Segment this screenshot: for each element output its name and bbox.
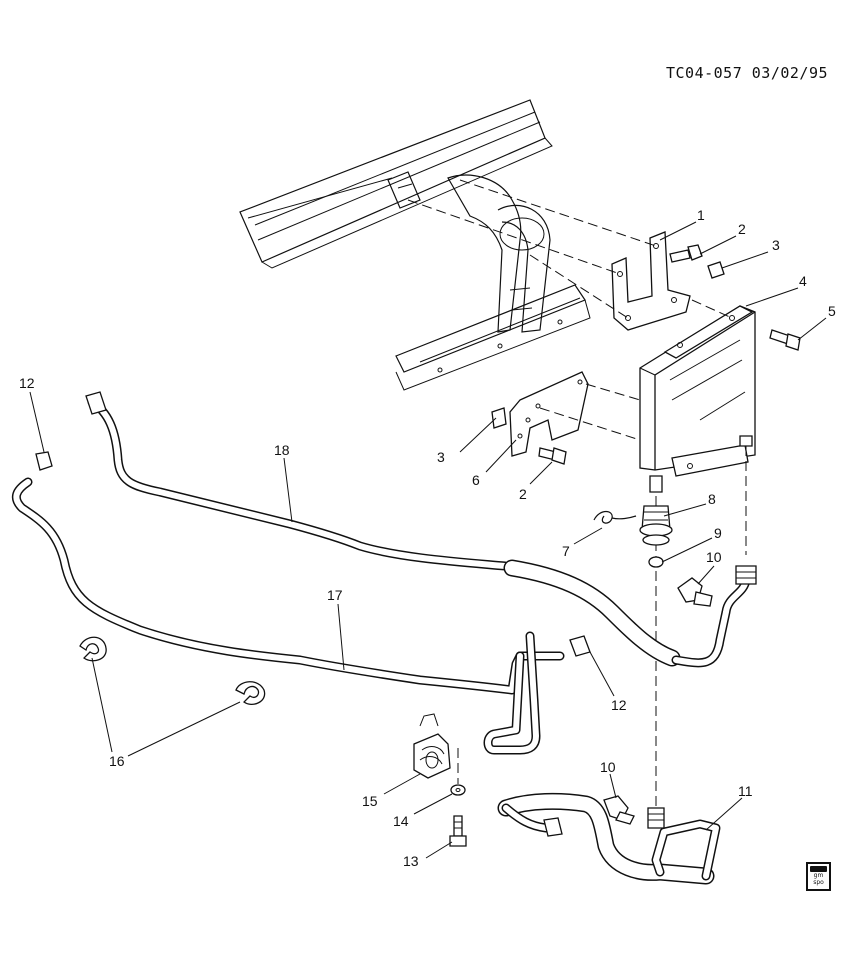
drawing-code-label: TC04-057 03/02/95 <box>666 64 829 82</box>
callout-labels: 1 2 3 4 5 12 18 3 6 2 8 9 7 10 17 12 16 … <box>19 207 836 869</box>
callout-5: 5 <box>828 303 836 319</box>
logo-line-1: gm <box>813 872 824 879</box>
frame-rail <box>239 99 553 269</box>
logo-line-2: spo <box>813 879 824 886</box>
callout-18: 18 <box>274 442 290 458</box>
bolt-lower <box>538 447 567 465</box>
cooler-bracket-upper <box>611 231 691 331</box>
logo-bar <box>810 866 827 872</box>
callout-12-right: 12 <box>611 697 627 713</box>
callout-10-upper: 10 <box>706 549 722 565</box>
cooler-bracket-lower <box>509 371 589 457</box>
callout-11: 11 <box>738 783 753 799</box>
callout-16: 16 <box>109 753 125 769</box>
washer <box>450 784 466 796</box>
cooler-inlet-pipe <box>85 391 757 668</box>
bolt-upper <box>669 244 703 263</box>
callout-2-lower: 2 <box>519 486 527 502</box>
callout-7: 7 <box>562 543 570 559</box>
connector-fitting <box>639 505 673 546</box>
tube-clip-left <box>79 636 107 662</box>
leader-lines <box>29 221 827 859</box>
callout-17: 17 <box>327 587 343 603</box>
callout-4: 4 <box>799 273 807 289</box>
tube-clip-right <box>235 681 266 705</box>
callout-14: 14 <box>393 813 409 829</box>
bolt-cooler <box>769 329 801 351</box>
gm-spo-logo: gm spo <box>806 862 831 891</box>
cooler-outlet-pipe <box>11 451 591 755</box>
callout-10-lower: 10 <box>600 759 616 775</box>
alignment-lines <box>407 179 747 812</box>
retainer-clip <box>593 510 637 524</box>
callout-3-lower: 3 <box>437 449 445 465</box>
callout-15: 15 <box>362 793 378 809</box>
callout-6: 6 <box>472 472 480 488</box>
transmission-oil-cooler <box>639 305 756 493</box>
callout-9: 9 <box>714 525 722 541</box>
callout-13: 13 <box>403 853 419 869</box>
callout-3-upper: 3 <box>772 237 780 253</box>
callout-8: 8 <box>708 491 716 507</box>
callout-1: 1 <box>697 207 705 223</box>
clamp-bolt <box>449 748 467 847</box>
clip-nut-upper <box>707 261 725 279</box>
o-ring-seal <box>648 556 664 568</box>
clip-nut-lower <box>491 407 507 429</box>
callout-2-upper: 2 <box>738 221 746 237</box>
crossmember <box>395 174 591 391</box>
hose-clamp-lower <box>603 795 635 825</box>
tube-clamp <box>413 713 451 779</box>
callout-12-left: 12 <box>19 375 35 391</box>
cooler-hose-assembly <box>497 792 721 885</box>
hose-clamp-upper <box>677 577 713 607</box>
